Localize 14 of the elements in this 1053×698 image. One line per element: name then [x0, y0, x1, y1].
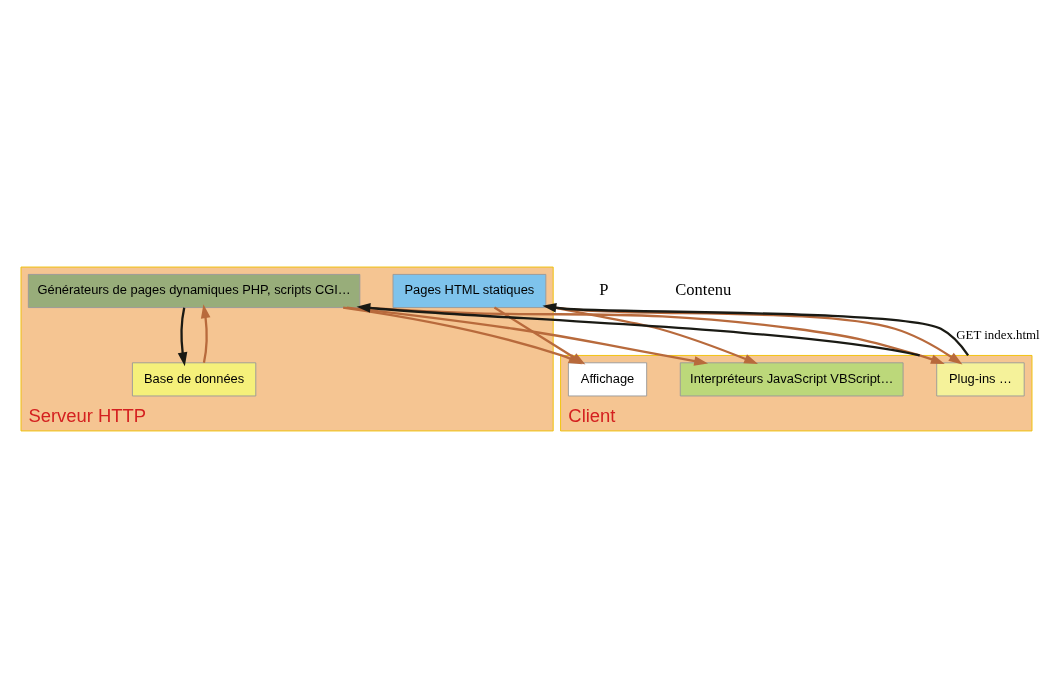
arrow — [200, 304, 211, 363]
arrow — [342, 306, 583, 365]
node-box: Pages HTML statiques — [392, 273, 547, 308]
label: Contenu — [675, 280, 732, 300]
node-box: Affichage — [567, 362, 648, 397]
node-box: Interpréteurs JavaScript VBScript… — [679, 362, 904, 397]
node-box: Plug-ins … — [936, 362, 1025, 397]
arrow — [542, 302, 970, 357]
node-box: Base de données — [131, 362, 257, 397]
edge-label: GET index.html — [956, 328, 1040, 343]
arrow — [177, 307, 188, 367]
node-box: Générateurs de pages dynamiques PHP, scripts CGI… — [27, 273, 361, 308]
arrow — [356, 303, 920, 357]
label: P — [599, 280, 609, 300]
